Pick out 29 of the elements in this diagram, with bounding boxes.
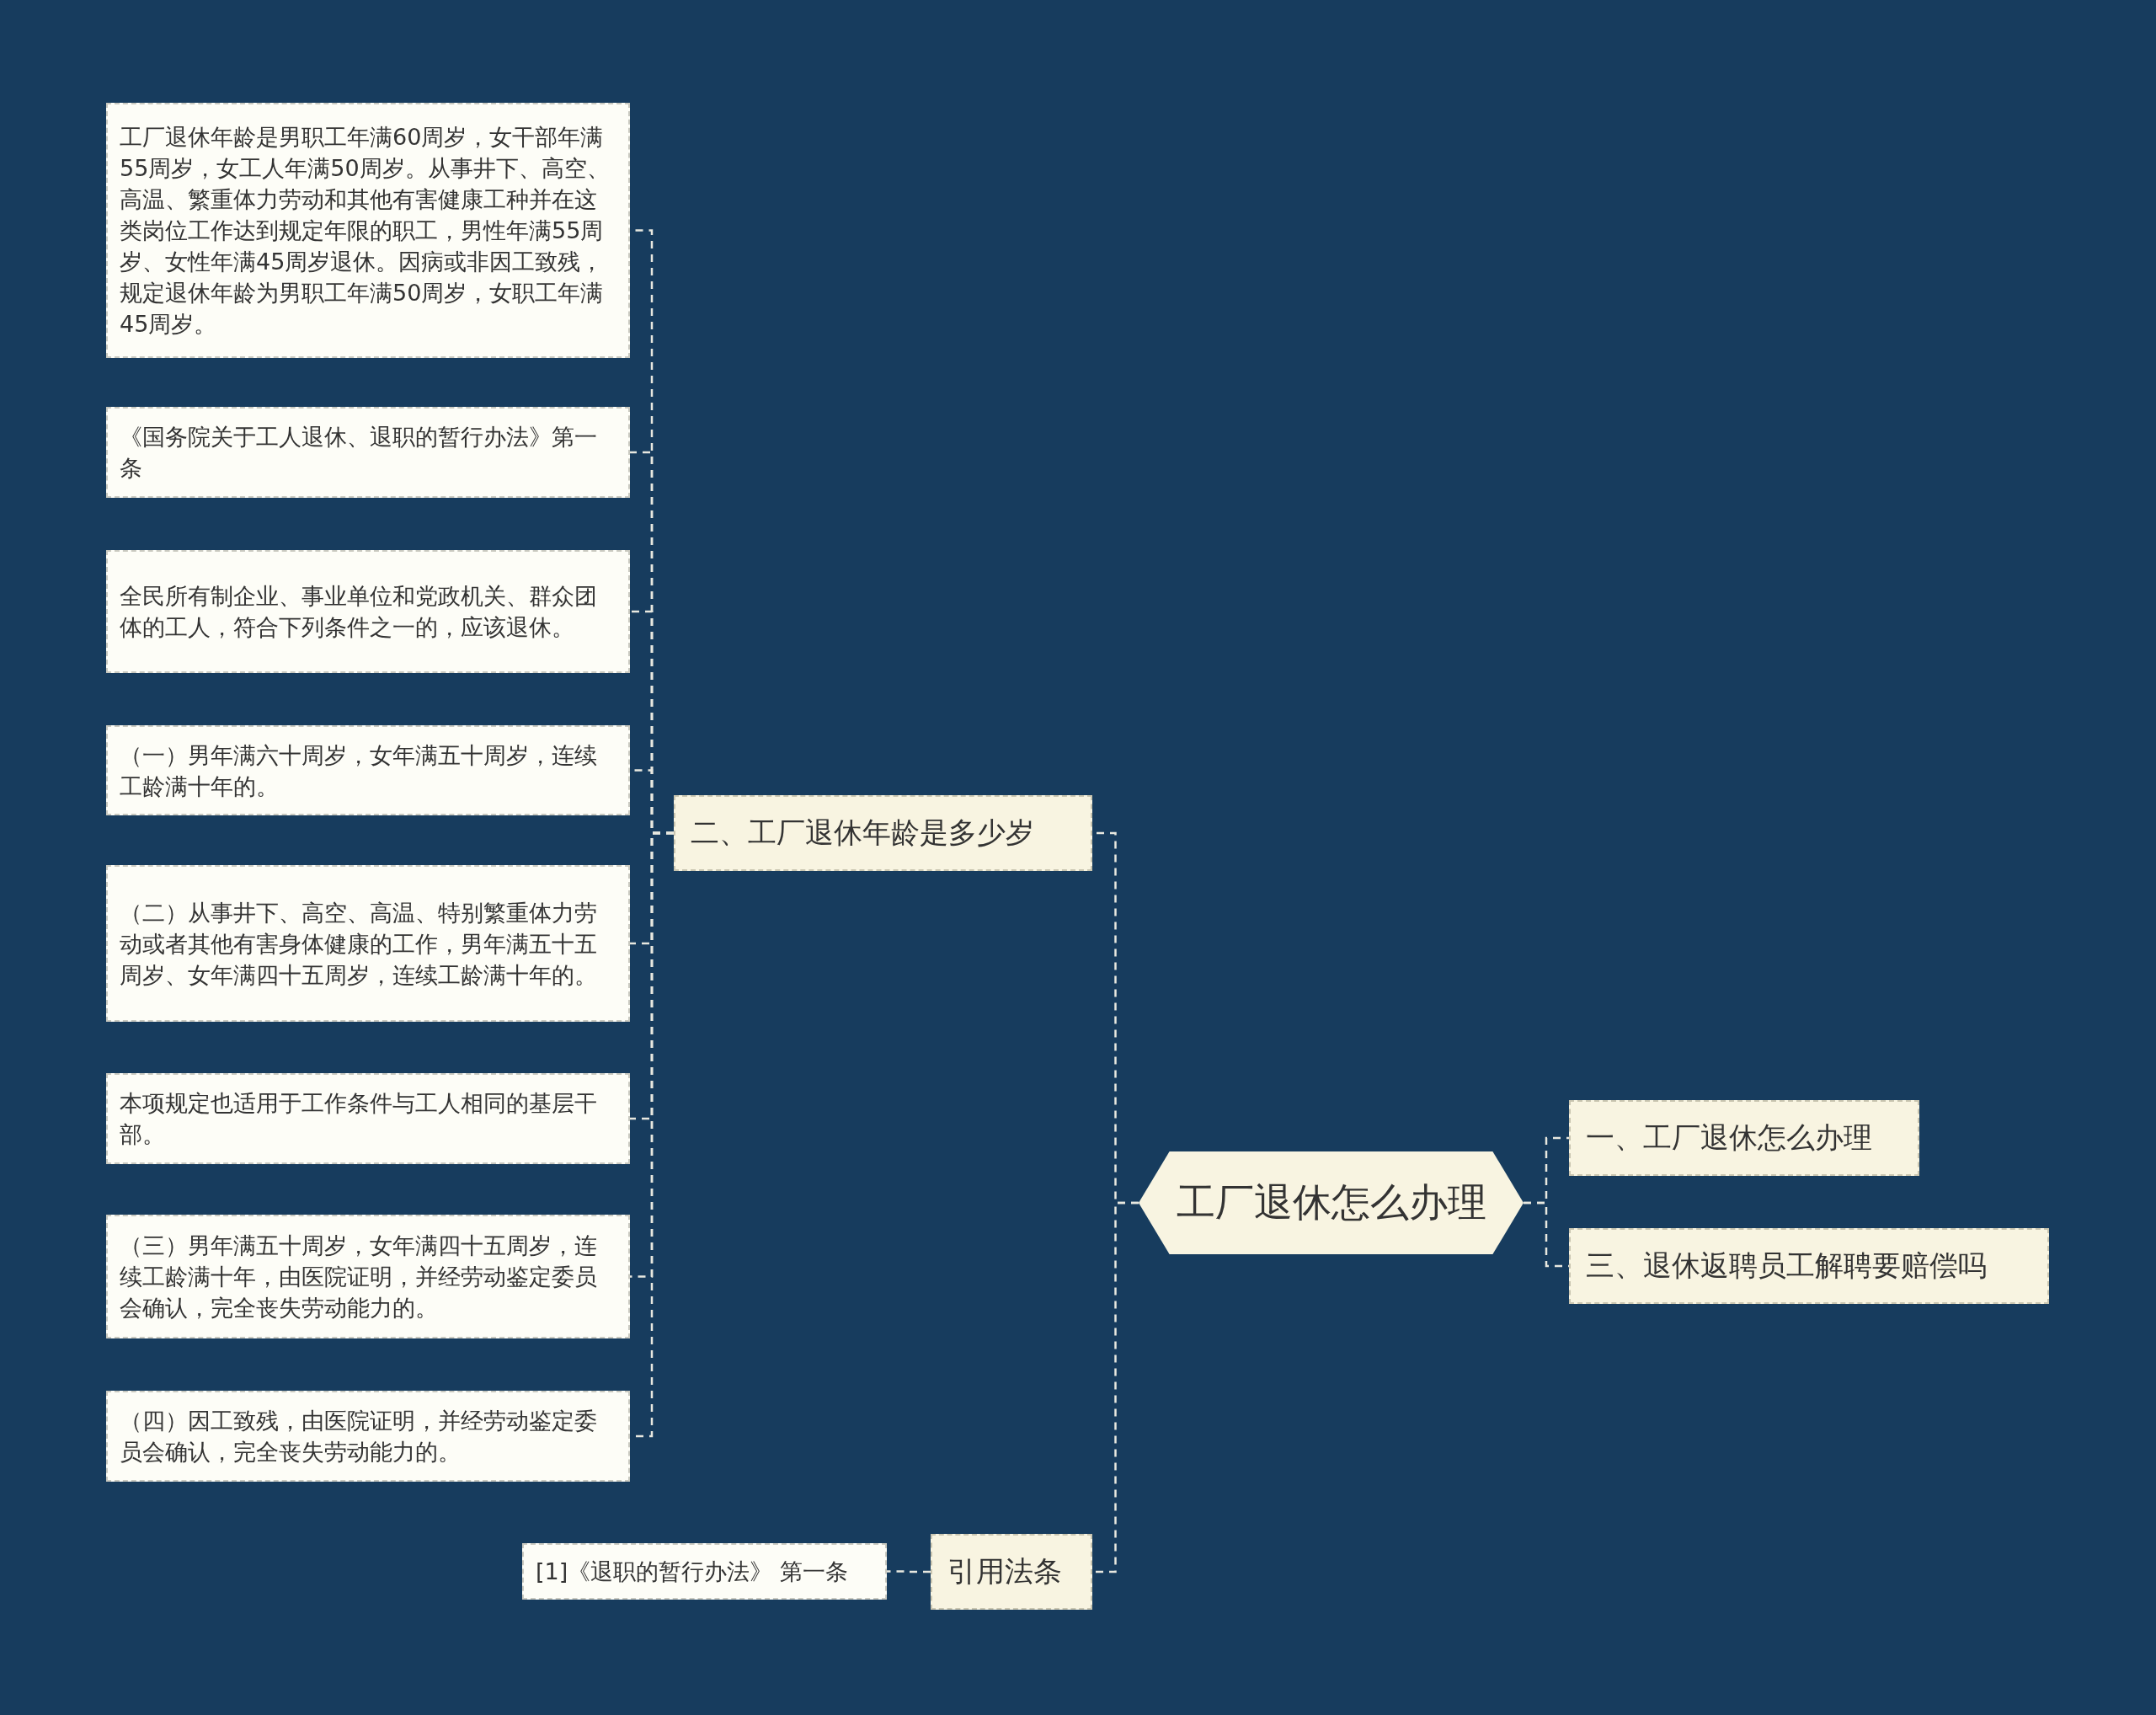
node-text: 工厂退休年龄是男职工年满60周岁，女干部年满55周岁，女工人年满50周岁。从事井下、高空、高温、繁重体力劳动和其他有害健康工种并在这类岗位工作达到规定年限的职工，男性年满55周岁、女性年满45周岁退休。因病或非因工致残，规定退休年龄为男职工年满50周岁，女职工年满45周岁。	[120, 123, 611, 339]
connector	[887, 1570, 931, 1573]
node-text: （一）男年满六十周岁，女年满五十周岁，连续工龄满十年的。	[120, 740, 598, 801]
text-card	[522, 1543, 887, 1600]
node-text: 全民所有制企业、事业单位和党政机关、群众团体的工人，符合下列条件之一的，应该退休。	[120, 582, 598, 642]
topic-box	[1569, 1228, 2049, 1304]
topic-box	[1569, 1100, 1919, 1176]
text-card	[106, 865, 630, 1022]
node-text: （二）从事井下、高空、高温、特别繁重体力劳动或者其他有害身体健康的工作，男年满五十五周岁、女年满四十五周岁，连续工龄满十年的。	[120, 898, 598, 990]
node-text: 一、工厂退休怎么办理	[1586, 1119, 1872, 1156]
text-card	[106, 1215, 630, 1338]
node-text: 三、退休返聘员工解聘要赔偿吗	[1586, 1248, 1987, 1284]
node-text: 工厂退休怎么办理	[1176, 1178, 1486, 1226]
node-text: 引用法条	[947, 1553, 1062, 1589]
text-card	[106, 1391, 630, 1482]
text-card	[106, 550, 630, 673]
text-card	[106, 103, 630, 358]
node-text: 《国务院关于工人退休、退职的暂行办法》第一条	[120, 423, 598, 483]
node-text: 二、工厂退休年龄是多少岁	[691, 815, 1034, 851]
text-card	[106, 407, 630, 498]
text-card	[106, 1073, 630, 1164]
text-card	[106, 725, 630, 815]
topic-box	[674, 795, 1092, 871]
node-text: [1]《退职的暂行办法》 第一条	[536, 1557, 848, 1586]
node-text: 本项规定也适用于工作条件与工人相同的基层干部。	[120, 1089, 598, 1149]
topic-box	[931, 1534, 1092, 1610]
topic-hexagon	[1139, 1151, 1524, 1254]
node-text: （四）因工致残，由医院证明，并经劳动鉴定委员会确认，完全丧失劳动能力的。	[120, 1407, 598, 1467]
node-text: （三）男年满五十周岁，女年满四十五周岁，连续工龄满十年，由医院证明，并经劳动鉴定委员会确认，完全丧失劳动能力的。	[120, 1231, 598, 1322]
